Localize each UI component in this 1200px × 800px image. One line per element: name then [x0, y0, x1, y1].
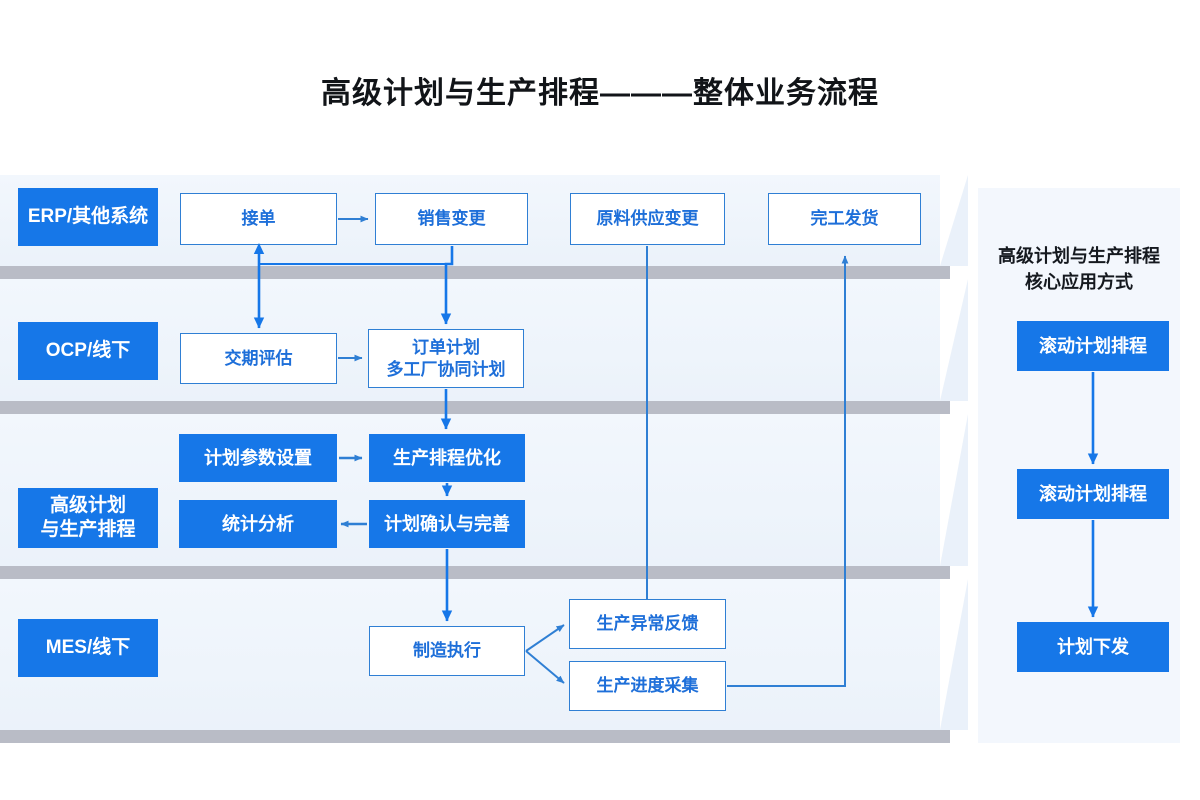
- lane-separator-1: [0, 266, 950, 279]
- node-order-plan[interactable]: 订单计划 多工厂协同计划: [368, 329, 524, 388]
- node-rolling-plan-2-label: 滚动计划排程: [1039, 483, 1147, 504]
- node-rolling-plan-2[interactable]: 滚动计划排程: [1017, 469, 1169, 519]
- node-order-plan-label: 订单计划 多工厂协同计划: [386, 338, 506, 379]
- lane-separator-2: [0, 401, 950, 414]
- node-material-change[interactable]: 原料供应变更: [570, 193, 725, 245]
- node-plan-params[interactable]: 计划参数设置: [179, 434, 337, 482]
- lane-chip-ocp-label: OCP/线下: [45, 340, 131, 362]
- lane-chip-aps[interactable]: 高级计划 与生产排程: [18, 488, 158, 548]
- node-finish-shipment-label: 完工发货: [810, 209, 879, 229]
- node-material-change-label: 原料供应变更: [596, 209, 699, 229]
- node-order-intake-label: 接单: [241, 209, 276, 229]
- lane-bevel-mes: [940, 579, 968, 730]
- lane-bevel-aps: [940, 414, 968, 566]
- lane-chip-erp-label: ERP/其他系统: [27, 206, 149, 228]
- lane-chip-erp[interactable]: ERP/其他系统: [18, 188, 158, 246]
- node-sales-change-label: 销售变更: [417, 209, 486, 229]
- lane-chip-mes-label: MES/线下: [45, 637, 131, 659]
- lane-chip-ocp[interactable]: OCP/线下: [18, 322, 158, 380]
- lane-separator-4: [0, 730, 950, 743]
- lane-chip-mes[interactable]: MES/线下: [18, 619, 158, 677]
- node-plan-confirm-label: 计划确认与完善: [384, 513, 510, 534]
- lane-separator-3: [0, 566, 950, 579]
- node-delivery-eval-label: 交期评估: [224, 348, 293, 368]
- right-panel-title: 高级计划与生产排程 核心应用方式: [998, 246, 1160, 293]
- node-schedule-optimize-label: 生产排程优化: [393, 447, 501, 468]
- lane-bevel-erp: [940, 175, 968, 266]
- node-plan-release-label: 计划下发: [1057, 636, 1129, 657]
- node-manufacturing-label: 制造执行: [413, 641, 481, 661]
- lane-bevel-ocp: [940, 279, 968, 401]
- node-plan-confirm[interactable]: 计划确认与完善: [369, 500, 525, 548]
- node-statistics-label: 统计分析: [222, 513, 294, 534]
- node-rolling-plan-1-label: 滚动计划排程: [1039, 335, 1147, 356]
- node-manufacturing[interactable]: 制造执行: [369, 626, 525, 676]
- node-plan-params-label: 计划参数设置: [204, 447, 312, 468]
- node-plan-release[interactable]: 计划下发: [1017, 622, 1169, 672]
- node-finish-shipment[interactable]: 完工发货: [768, 193, 921, 245]
- node-exception-feedback-label: 生产异常反馈: [596, 614, 699, 634]
- node-exception-feedback[interactable]: 生产异常反馈: [569, 599, 726, 649]
- lane-chip-aps-label: 高级计划 与生产排程: [40, 495, 136, 540]
- node-schedule-optimize[interactable]: 生产排程优化: [369, 434, 525, 482]
- node-rolling-plan-1[interactable]: 滚动计划排程: [1017, 321, 1169, 371]
- node-statistics[interactable]: 统计分析: [179, 500, 337, 548]
- node-order-intake[interactable]: 接单: [180, 193, 337, 245]
- node-delivery-eval[interactable]: 交期评估: [180, 333, 337, 384]
- page-title: 高级计划与生产排程———整体业务流程: [321, 77, 879, 110]
- node-progress-collect[interactable]: 生产进度采集: [569, 661, 726, 711]
- node-sales-change[interactable]: 销售变更: [375, 193, 528, 245]
- node-progress-collect-label: 生产进度采集: [596, 676, 699, 696]
